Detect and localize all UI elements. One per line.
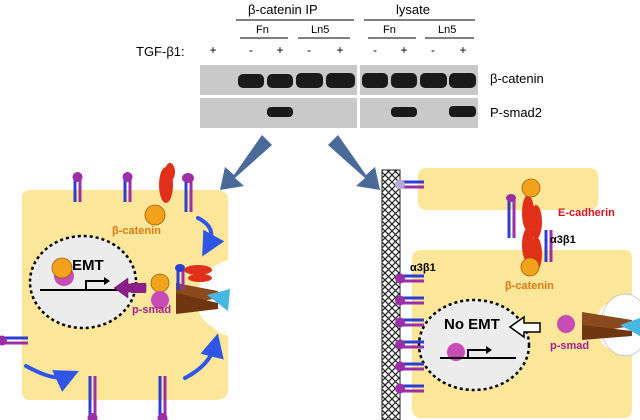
white-import-arrow	[508, 315, 541, 339]
left-psmad-label: p-smad	[132, 304, 172, 316]
tgf-receptor-left	[176, 283, 230, 314]
lane-3-sign: +	[276, 43, 284, 57]
right-no-emt-label: No EMT	[444, 316, 500, 333]
right-psmad-label: p-smad	[550, 340, 590, 352]
substrate-fn-1: Fn	[256, 24, 269, 36]
integrin-on-receptor-left	[175, 264, 185, 290]
transcription-arrow-right	[467, 349, 486, 358]
basement-membrane	[381, 169, 401, 420]
left-recycling-arrows	[24, 216, 225, 392]
left-surface-integrins	[0, 172, 168, 420]
blot-panel-p-smad2	[200, 98, 478, 128]
band-label-p-smad2: P-smad2	[490, 105, 543, 120]
left-beta-catenin-label: β-catenin	[112, 225, 161, 237]
treatment-label: TGF-β1:	[136, 44, 185, 59]
lane-5-sign: +	[336, 43, 344, 57]
header-lysate: lysate	[396, 2, 430, 17]
band-label-beta-catenin: β-catenin	[490, 71, 544, 86]
left-top-adhesion	[144, 163, 194, 226]
arrow-to-right-cell	[328, 135, 380, 190]
ecadherin-label: E-cadherin	[558, 207, 615, 219]
substrate-ln5-2: Ln5	[438, 24, 457, 36]
lane-7-sign: +	[400, 43, 408, 57]
left-nucleus	[28, 234, 138, 330]
cyto-beta-catenin-left	[150, 273, 170, 293]
transcription-arrow-left	[85, 280, 104, 290]
lane-6-sign: -	[373, 43, 377, 57]
cyto-smad-left	[151, 291, 169, 309]
lane-8-sign: -	[431, 43, 435, 57]
header-ip: β-catenin IP	[248, 2, 318, 17]
integrin-label-left: α3β1	[410, 262, 436, 274]
nuclear-beta-catenin-left	[51, 257, 73, 279]
right-upper-cell	[418, 168, 598, 210]
lane-2-sign: -	[249, 43, 253, 57]
lane-4-sign: -	[307, 43, 311, 57]
right-nucleus	[417, 298, 531, 392]
right-adhesion-complex	[506, 178, 553, 277]
substrate-ln5-1: Ln5	[311, 24, 330, 36]
lane-9-sign: +	[459, 43, 467, 57]
blot-panel-beta-catenin	[200, 65, 478, 95]
arrow-to-left-cell	[220, 135, 272, 190]
tgf-receptor-right	[582, 312, 640, 340]
red-ecadherin-lobes-left	[184, 265, 212, 282]
integrin-label-top: α3β1	[550, 234, 576, 246]
substrate-fn-2: Fn	[383, 24, 396, 36]
left-emt-label: EMT	[72, 257, 104, 274]
right-basal-integrins	[395, 179, 424, 394]
nuclear-smad-right	[447, 343, 465, 361]
lane-1-sign: +	[209, 43, 217, 57]
cyto-smad-right	[557, 315, 575, 333]
right-beta-catenin-label: β-catenin	[505, 280, 554, 292]
